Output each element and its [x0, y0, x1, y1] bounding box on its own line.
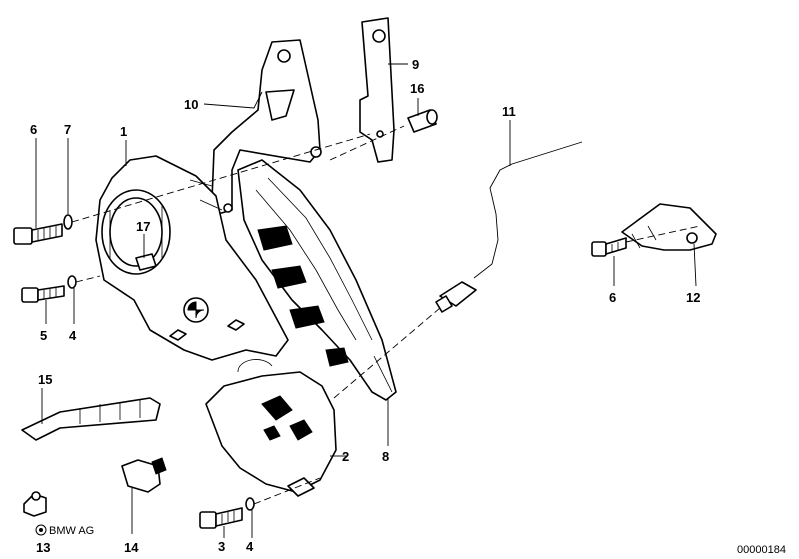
part-12-bracket — [621, 203, 717, 251]
callout-13: 13 — [36, 540, 50, 555]
part-6-bolt-left — [13, 223, 63, 245]
part-5-bolt — [21, 285, 65, 303]
callout-8: 8 — [382, 449, 389, 464]
callout-4-lower: 4 — [246, 539, 254, 554]
part-10-bracket — [211, 39, 322, 215]
part-6-bolt-right — [591, 237, 627, 257]
assembly-lines — [71, 125, 701, 505]
callout-17: 17 — [136, 219, 150, 234]
callout-4-upper: 4 — [69, 328, 77, 343]
callout-9: 9 — [412, 57, 419, 72]
callout-5: 5 — [40, 328, 47, 343]
copyright-mark: BMW AG — [35, 524, 94, 537]
callout-15: 15 — [38, 372, 52, 387]
part-15-clip — [21, 397, 161, 441]
callout-12: 12 — [686, 290, 700, 305]
part-4-washer-upper — [67, 275, 77, 289]
document-number: 00000184 — [737, 544, 786, 556]
part-2-lower-cover — [205, 359, 337, 497]
brand-label: BMW AG — [49, 525, 94, 537]
callout-6-left: 6 — [30, 122, 37, 137]
part-1-timing-cover — [95, 155, 289, 361]
callout-1: 1 — [120, 124, 127, 139]
callout-2: 2 — [342, 449, 349, 464]
part-14-connector — [121, 457, 167, 493]
part-11-sensor — [435, 141, 583, 313]
part-13-cable-tie — [23, 491, 47, 517]
callout-10: 10 — [184, 97, 198, 112]
part-16-sleeve — [407, 109, 438, 133]
part-9-bracket — [359, 17, 395, 163]
callout-14: 14 — [124, 540, 139, 555]
callout-labels: 1 2 3 4 4 5 6 6 7 8 9 10 11 12 13 14 15 … — [30, 57, 700, 555]
callout-6-right: 6 — [609, 290, 616, 305]
leader-lines — [35, 63, 697, 538]
callout-7: 7 — [64, 122, 71, 137]
part-17-dowel — [135, 253, 157, 271]
part-3-bolt — [199, 507, 243, 529]
copyright-circle-icon — [35, 524, 47, 536]
part-8-chain-guide — [237, 159, 397, 401]
part-4-washer-lower — [245, 497, 255, 511]
callout-16: 16 — [410, 81, 424, 96]
part-7-washer — [63, 214, 73, 230]
callout-3: 3 — [218, 539, 225, 554]
callout-11: 11 — [502, 104, 516, 119]
